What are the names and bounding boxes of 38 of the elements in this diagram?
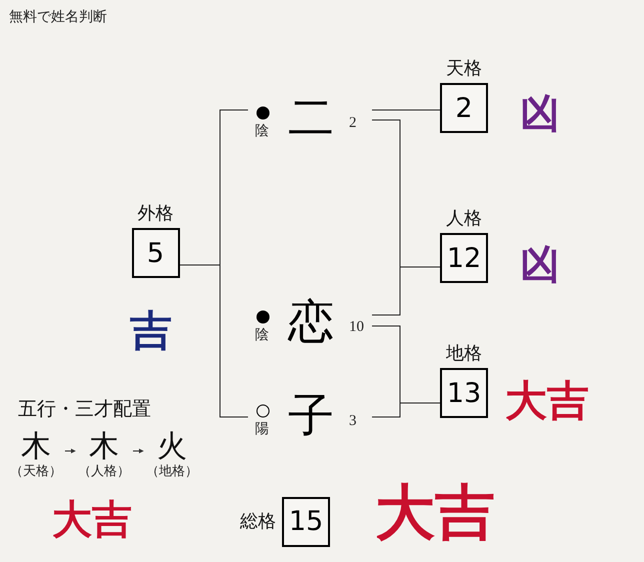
category-note: （人格） xyxy=(78,465,130,478)
fortune-text: 大吉 xyxy=(375,483,495,543)
fortune-text: 凶 xyxy=(520,245,560,285)
count-box: 15 xyxy=(282,496,330,546)
count-box: 12 xyxy=(440,233,488,283)
yin-yang-label: 陰 xyxy=(255,328,269,342)
name-character: 子 xyxy=(288,392,334,438)
page-title: 無料で姓名判断 xyxy=(9,10,107,24)
element-character: 火 xyxy=(157,432,187,462)
stroke-count: 3 xyxy=(349,414,356,429)
yin-yang-label: 陰 xyxy=(255,124,269,138)
connector-line xyxy=(372,402,440,418)
count-box: 5 xyxy=(132,228,180,278)
category-heading: 外格 xyxy=(138,205,174,223)
category-heading: 地格 xyxy=(446,345,482,363)
arrow xyxy=(64,448,76,454)
name-character: 恋 xyxy=(288,298,334,344)
stroke-count: 2 xyxy=(349,116,356,131)
fortune-text: 凶 xyxy=(520,94,560,134)
count-box: 2 xyxy=(440,83,488,133)
connector-line xyxy=(180,264,248,418)
fortune-text: 大吉 xyxy=(505,380,589,422)
count-box: 13 xyxy=(440,368,488,418)
yin-yang-label: 陽 xyxy=(255,422,269,436)
category-note: （天格） xyxy=(10,465,62,478)
element-character: 木 xyxy=(89,432,119,462)
arrow xyxy=(132,448,144,454)
fortune-text: 大吉 xyxy=(52,500,132,540)
section-heading: 五行・三才配置 xyxy=(18,400,151,419)
element-character: 木 xyxy=(21,432,51,462)
stroke-count: 10 xyxy=(349,320,364,335)
name-character: 二 xyxy=(288,94,334,140)
category-note: （地格） xyxy=(146,465,198,478)
fortune-text: 吉 xyxy=(130,310,172,352)
category-heading: 天格 xyxy=(446,60,482,78)
category-heading: 人格 xyxy=(446,210,482,228)
category-heading: 総格 xyxy=(240,512,276,530)
connector-line xyxy=(372,266,440,316)
